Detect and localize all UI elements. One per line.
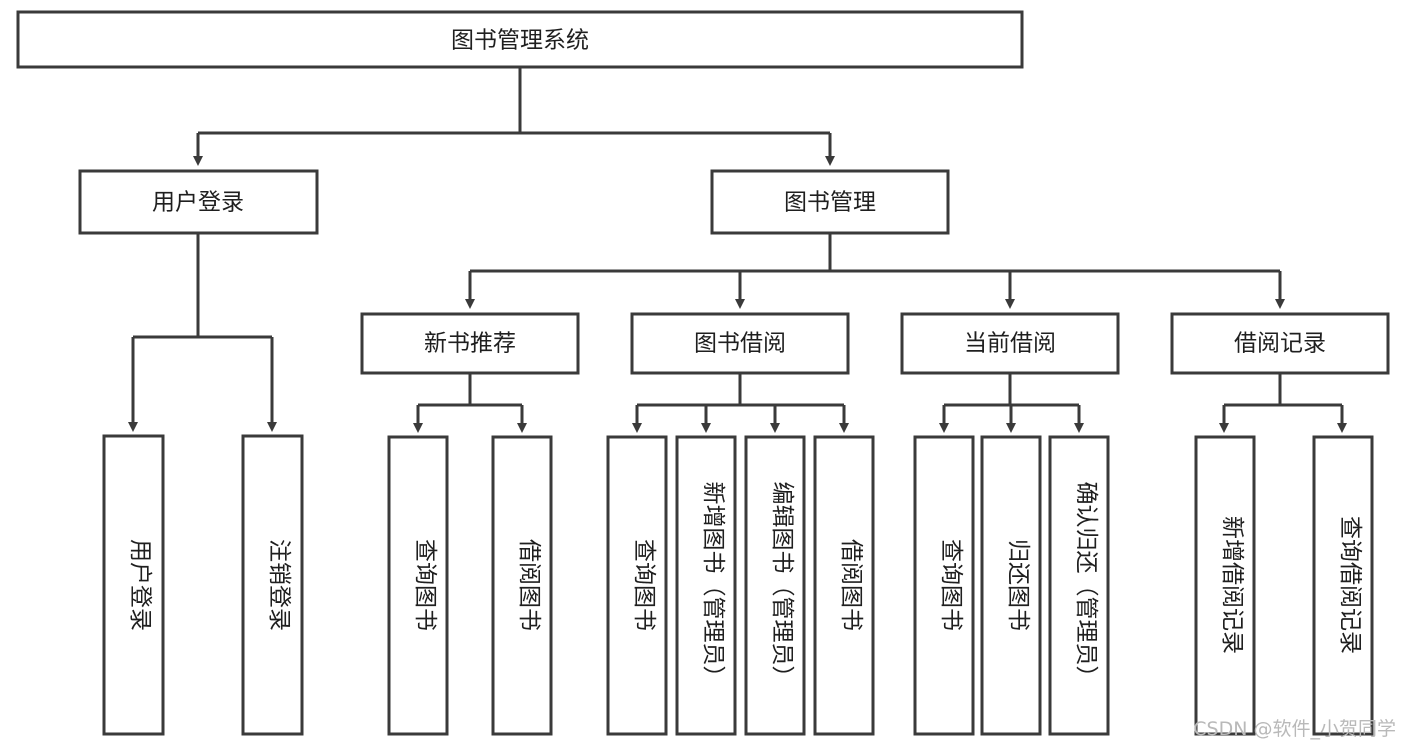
node-user-login-label: 用户登录 <box>152 190 244 216</box>
node-borrow-record-label: 借阅记录 <box>1234 331 1326 357</box>
edges-borrowrecord-to-leaves <box>1219 373 1347 433</box>
leaf-newbook-query[interactable]: 查询图书 <box>387 435 449 736</box>
node-borrow-record[interactable]: 借阅记录 <box>1170 312 1390 375</box>
leaf-borrow-query-label: 查询图书 <box>631 539 657 631</box>
leaf-newbook-borrow[interactable]: 借阅图书 <box>491 435 553 736</box>
leaf-borrow-add-book[interactable]: 新增图书（管理员） <box>675 435 737 736</box>
leaf-current-confirm-return[interactable]: 确认归还（管理员） <box>1048 435 1110 736</box>
node-book-management-label: 图书管理 <box>784 190 876 216</box>
node-current-borrow-label: 当前借阅 <box>964 331 1056 357</box>
leaf-record-query[interactable]: 查询借阅记录 <box>1312 435 1374 736</box>
edges-bookmanage-to-level3 <box>465 233 1285 309</box>
leaf-user-login[interactable]: 用户登录 <box>102 434 165 736</box>
leaf-newbook-query-label: 查询图书 <box>412 539 438 631</box>
leaf-borrow-borrow-book[interactable]: 借阅图书 <box>813 435 875 736</box>
leaf-current-query-label: 查询图书 <box>938 539 964 631</box>
edges-bookborrow-to-leaves <box>632 373 849 433</box>
node-root-system[interactable]: 图书管理系统 <box>16 10 1024 69</box>
edges-root-to-level2 <box>193 67 835 166</box>
node-current-borrow[interactable]: 当前借阅 <box>900 312 1120 375</box>
node-book-management[interactable]: 图书管理 <box>710 169 950 235</box>
leaf-borrow-edit-book-label: 编辑图书（管理员） <box>769 482 795 689</box>
leaf-current-return[interactable]: 归还图书 <box>980 435 1042 736</box>
leaf-record-query-label: 查询借阅记录 <box>1337 516 1363 654</box>
node-new-book-recommend-label: 新书推荐 <box>424 331 516 357</box>
leaf-borrow-edit-book[interactable]: 编辑图书（管理员） <box>744 435 806 736</box>
node-book-borrow[interactable]: 图书借阅 <box>630 312 850 375</box>
edges-newbook-to-leaves <box>413 373 527 433</box>
leaf-newbook-borrow-label: 借阅图书 <box>516 539 542 631</box>
leaf-borrow-add-book-label: 新增图书（管理员） <box>700 482 726 689</box>
leaf-logout[interactable]: 注销登录 <box>241 434 304 736</box>
edges-currentborrow-to-leaves <box>939 373 1084 433</box>
node-book-borrow-label: 图书借阅 <box>694 331 786 357</box>
node-root-label: 图书管理系统 <box>451 28 589 54</box>
leaf-current-return-label: 归还图书 <box>1005 539 1031 631</box>
leaf-user-login-label: 用户登录 <box>127 539 153 631</box>
leaf-current-confirm-return-label: 确认归还（管理员） <box>1073 482 1099 689</box>
node-new-book-recommend[interactable]: 新书推荐 <box>360 312 580 375</box>
csdn-watermark: CSDN @软件_小贺同学 <box>1193 718 1396 740</box>
leaf-record-add-label: 新增借阅记录 <box>1219 516 1245 654</box>
leaf-borrow-borrow-book-label: 借阅图书 <box>838 539 864 631</box>
edges-userlogin-to-leaves <box>128 233 277 432</box>
leaf-current-query[interactable]: 查询图书 <box>913 435 975 736</box>
leaf-logout-label: 注销登录 <box>266 539 292 631</box>
node-user-login[interactable]: 用户登录 <box>78 169 319 235</box>
leaf-record-add[interactable]: 新增借阅记录 <box>1194 435 1256 736</box>
leaf-borrow-query[interactable]: 查询图书 <box>606 435 668 736</box>
